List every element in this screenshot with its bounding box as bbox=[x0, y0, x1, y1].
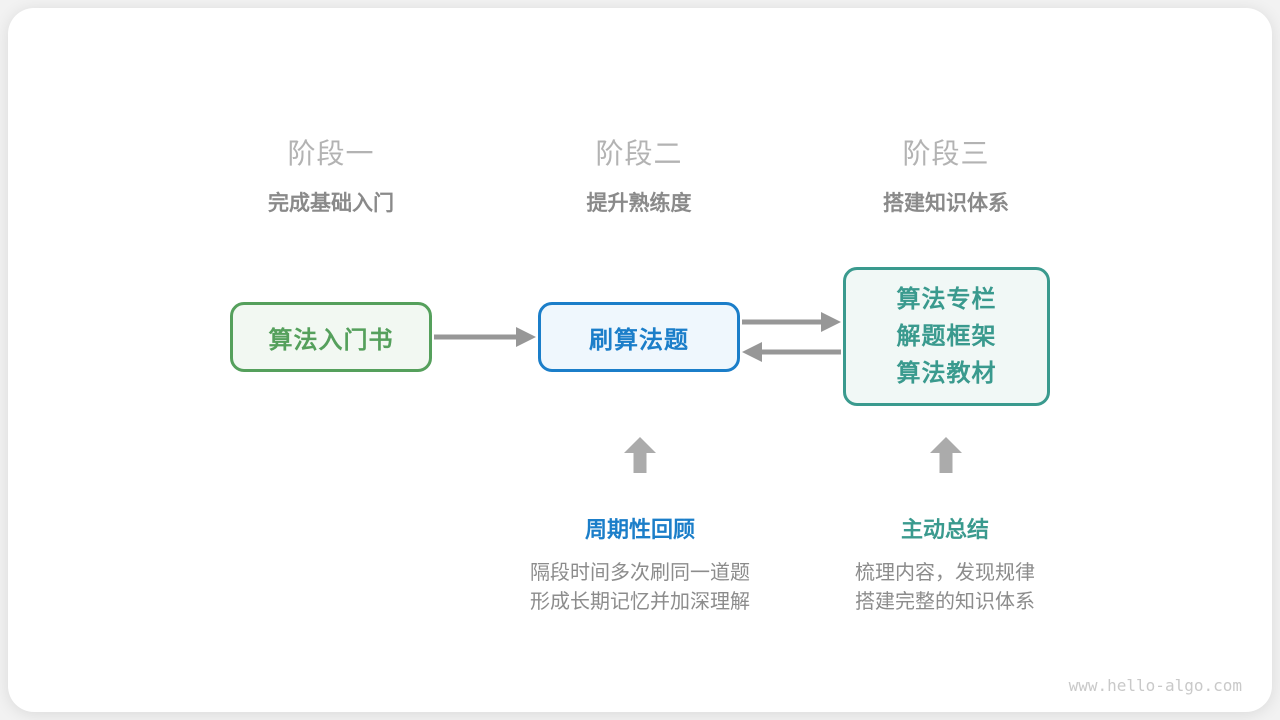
up-arrow-icon bbox=[624, 437, 656, 473]
note-periodic-review-line2: 形成长期记忆并加深理解 bbox=[530, 591, 750, 613]
box-knowledge-line2: 解题框架 bbox=[896, 323, 997, 350]
stage2-title: 阶段二 bbox=[595, 138, 683, 169]
stage2-subtitle: 提升熟练度 bbox=[586, 192, 692, 215]
flow-arrow-right-icon bbox=[742, 312, 841, 332]
note-periodic-review-body: 隔段时间多次刷同一道题 形成长期记忆并加深理解 bbox=[530, 559, 750, 617]
note-active-summary-line2: 搭建完整的知识体系 bbox=[855, 591, 1035, 613]
box-practice-problems: 刷算法题 bbox=[538, 302, 740, 372]
diagram-card: 阶段一 完成基础入门 阶段二 提升熟练度 阶段三 搭建知识体系 算法入门书 刷算… bbox=[8, 8, 1272, 712]
box-knowledge-line3: 算法教材 bbox=[896, 360, 997, 387]
note-active-summary-body: 梳理内容，发现规律 搭建完整的知识体系 bbox=[855, 559, 1035, 617]
note-active-summary-line1: 梳理内容，发现规律 bbox=[855, 562, 1035, 584]
note-periodic-review-line1: 隔段时间多次刷同一道题 bbox=[530, 562, 750, 584]
stage1-subtitle: 完成基础入门 bbox=[268, 192, 394, 215]
note-periodic-review-title: 周期性回顾 bbox=[584, 517, 696, 542]
stage3-title: 阶段三 bbox=[902, 138, 990, 169]
flow-arrow-left-icon bbox=[742, 342, 841, 362]
box-practice-problems-label: 刷算法题 bbox=[589, 326, 689, 354]
note-active-summary-title: 主动总结 bbox=[900, 517, 990, 542]
box-intro-book: 算法入门书 bbox=[230, 302, 432, 372]
stage1-title: 阶段一 bbox=[287, 138, 375, 169]
box-intro-book-label: 算法入门书 bbox=[268, 326, 394, 354]
flow-arrow-right-icon bbox=[434, 327, 536, 347]
stage3-subtitle: 搭建知识体系 bbox=[883, 192, 1009, 215]
up-arrow-icon bbox=[930, 437, 962, 473]
box-knowledge-line1: 算法专栏 bbox=[896, 286, 997, 313]
watermark: www.hello-algo.com bbox=[1068, 676, 1242, 695]
box-knowledge-sources: 算法专栏 解题框架 算法教材 bbox=[843, 267, 1050, 406]
